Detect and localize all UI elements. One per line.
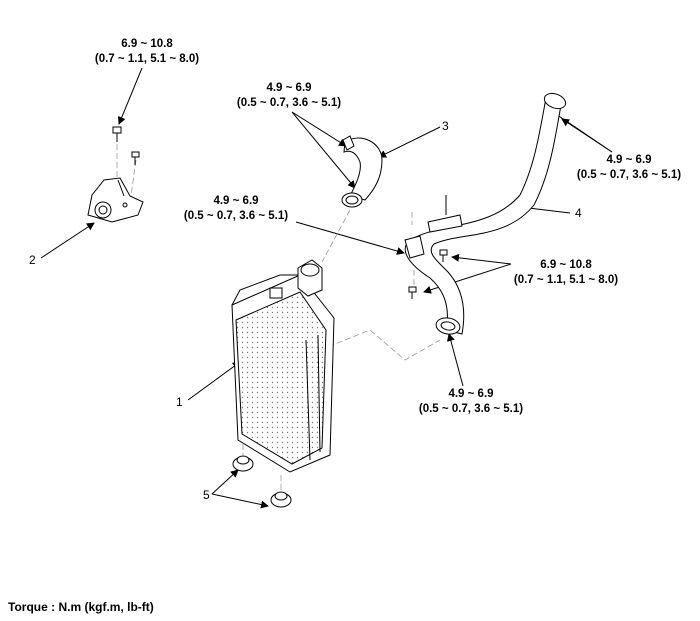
torque-label-hose3: 4.9 ~ 6.9 (0.5 ~ 0.7, 3.6 ~ 5.1) [237,82,341,109]
torque-alt-units: (0.5 ~ 0.7, 3.6 ~ 5.1) [184,210,288,222]
mounting-bracket [87,177,144,223]
torque-label-pipe-lower: 4.9 ~ 6.9 (0.5 ~ 0.7, 3.6 ~ 5.1) [419,388,523,415]
torque-alt-units: (0.7 ~ 1.1, 5.1 ~ 8.0) [95,53,199,65]
intercooler-pipe [404,92,567,335]
torque-alt-units: (0.5 ~ 0.7, 3.6 ~ 5.1) [419,403,523,415]
callout-4: 4 [575,206,582,220]
torque-label-intercooler-inlet: 4.9 ~ 6.9 (0.5 ~ 0.7, 3.6 ~ 5.1) [184,195,288,222]
intake-hose [341,135,383,208]
torque-value: 4.9 ~ 6.9 [448,388,493,400]
torque-units-footnote: Torque : N.m (kgf.m, lb-ft) [8,600,154,614]
intercooler [231,259,335,473]
torque-value: 6.9 ~ 10.8 [540,259,592,271]
mount-insulator [232,455,292,508]
callout-5: 5 [203,488,210,502]
torque-value: 4.9 ~ 6.9 [213,195,258,207]
callout-3: 3 [442,119,449,133]
torque-label-bracket-bolt: 6.9 ~ 10.8 (0.7 ~ 1.1, 5.1 ~ 8.0) [95,38,199,65]
callout-2: 2 [29,253,36,267]
torque-value: 6.9 ~ 10.8 [121,38,173,50]
pipe-bolt [408,249,448,299]
torque-value: 4.9 ~ 6.9 [266,82,311,94]
torque-label-pipe-bolts: 6.9 ~ 10.8 (0.7 ~ 1.1, 5.1 ~ 8.0) [514,259,618,286]
bracket-bolt [112,126,140,165]
callout-1: 1 [176,395,183,409]
torque-value: 4.9 ~ 6.9 [606,154,651,166]
leader-lines [40,67,613,509]
torque-alt-units: (0.7 ~ 1.1, 5.1 ~ 8.0) [514,274,618,286]
torque-alt-units: (0.5 ~ 0.7, 3.6 ~ 5.1) [577,169,681,181]
torque-label-pipe-upper: 4.9 ~ 6.9 (0.5 ~ 0.7, 3.6 ~ 5.1) [577,154,681,181]
torque-alt-units: (0.5 ~ 0.7, 3.6 ~ 5.1) [237,97,341,109]
